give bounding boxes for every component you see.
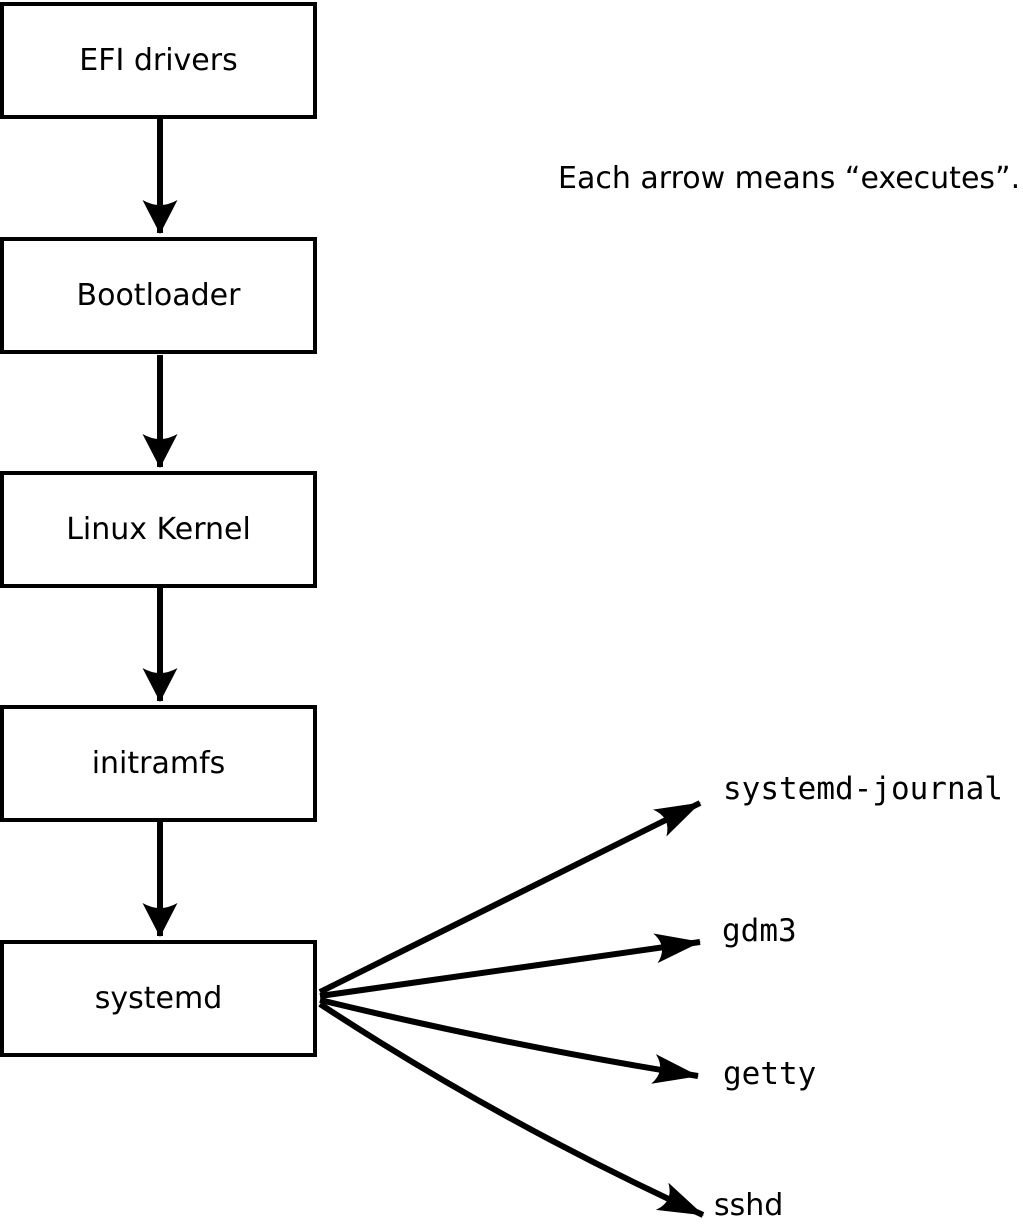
label-sshd: sshd: [714, 1188, 784, 1223]
arrow-systemd-to-getty: [319, 997, 699, 1084]
node-systemd: systemd: [0, 940, 317, 1057]
node-initramfs: initramfs: [0, 705, 317, 822]
node-linux-kernel: Linux Kernel: [0, 471, 317, 588]
arrow-systemd-to-sshd: [318, 1001, 705, 1218]
node-bootloader: Bootloader: [0, 237, 317, 354]
arrow-systemd-to-journal: [318, 800, 702, 995]
arrow-legend-text: Each arrow means “executes”.: [558, 161, 1021, 196]
node-label: Bootloader: [76, 278, 241, 313]
label-gdm3: gdm3: [722, 913, 797, 949]
label-systemd-journal: systemd-journal: [723, 771, 1003, 807]
arrow-systemd-to-gdm3: [319, 933, 701, 999]
node-label: Linux Kernel: [66, 512, 251, 547]
node-label: initramfs: [91, 746, 226, 781]
label-getty: getty: [723, 1056, 817, 1092]
node-label: systemd: [94, 981, 223, 1016]
node-label: EFI drivers: [79, 43, 238, 78]
node-efi-drivers: EFI drivers: [0, 2, 317, 119]
